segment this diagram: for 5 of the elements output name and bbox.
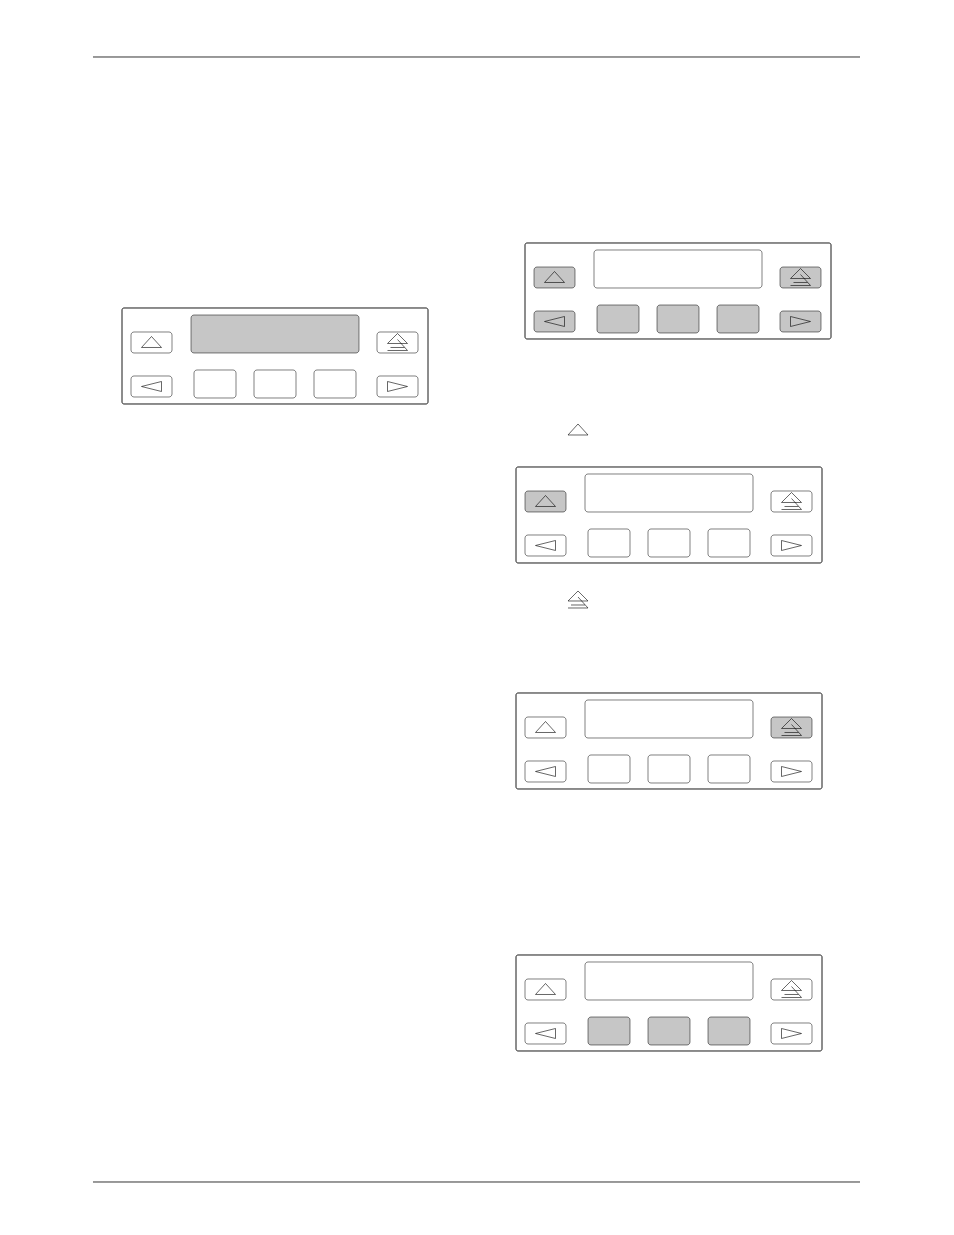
control-panel-drawing [524,242,832,340]
control-panel-drawing [515,954,823,1052]
control-panel-drawing [515,466,823,564]
control-panel-drawing [515,692,823,790]
control-panel-drawing [121,307,429,405]
